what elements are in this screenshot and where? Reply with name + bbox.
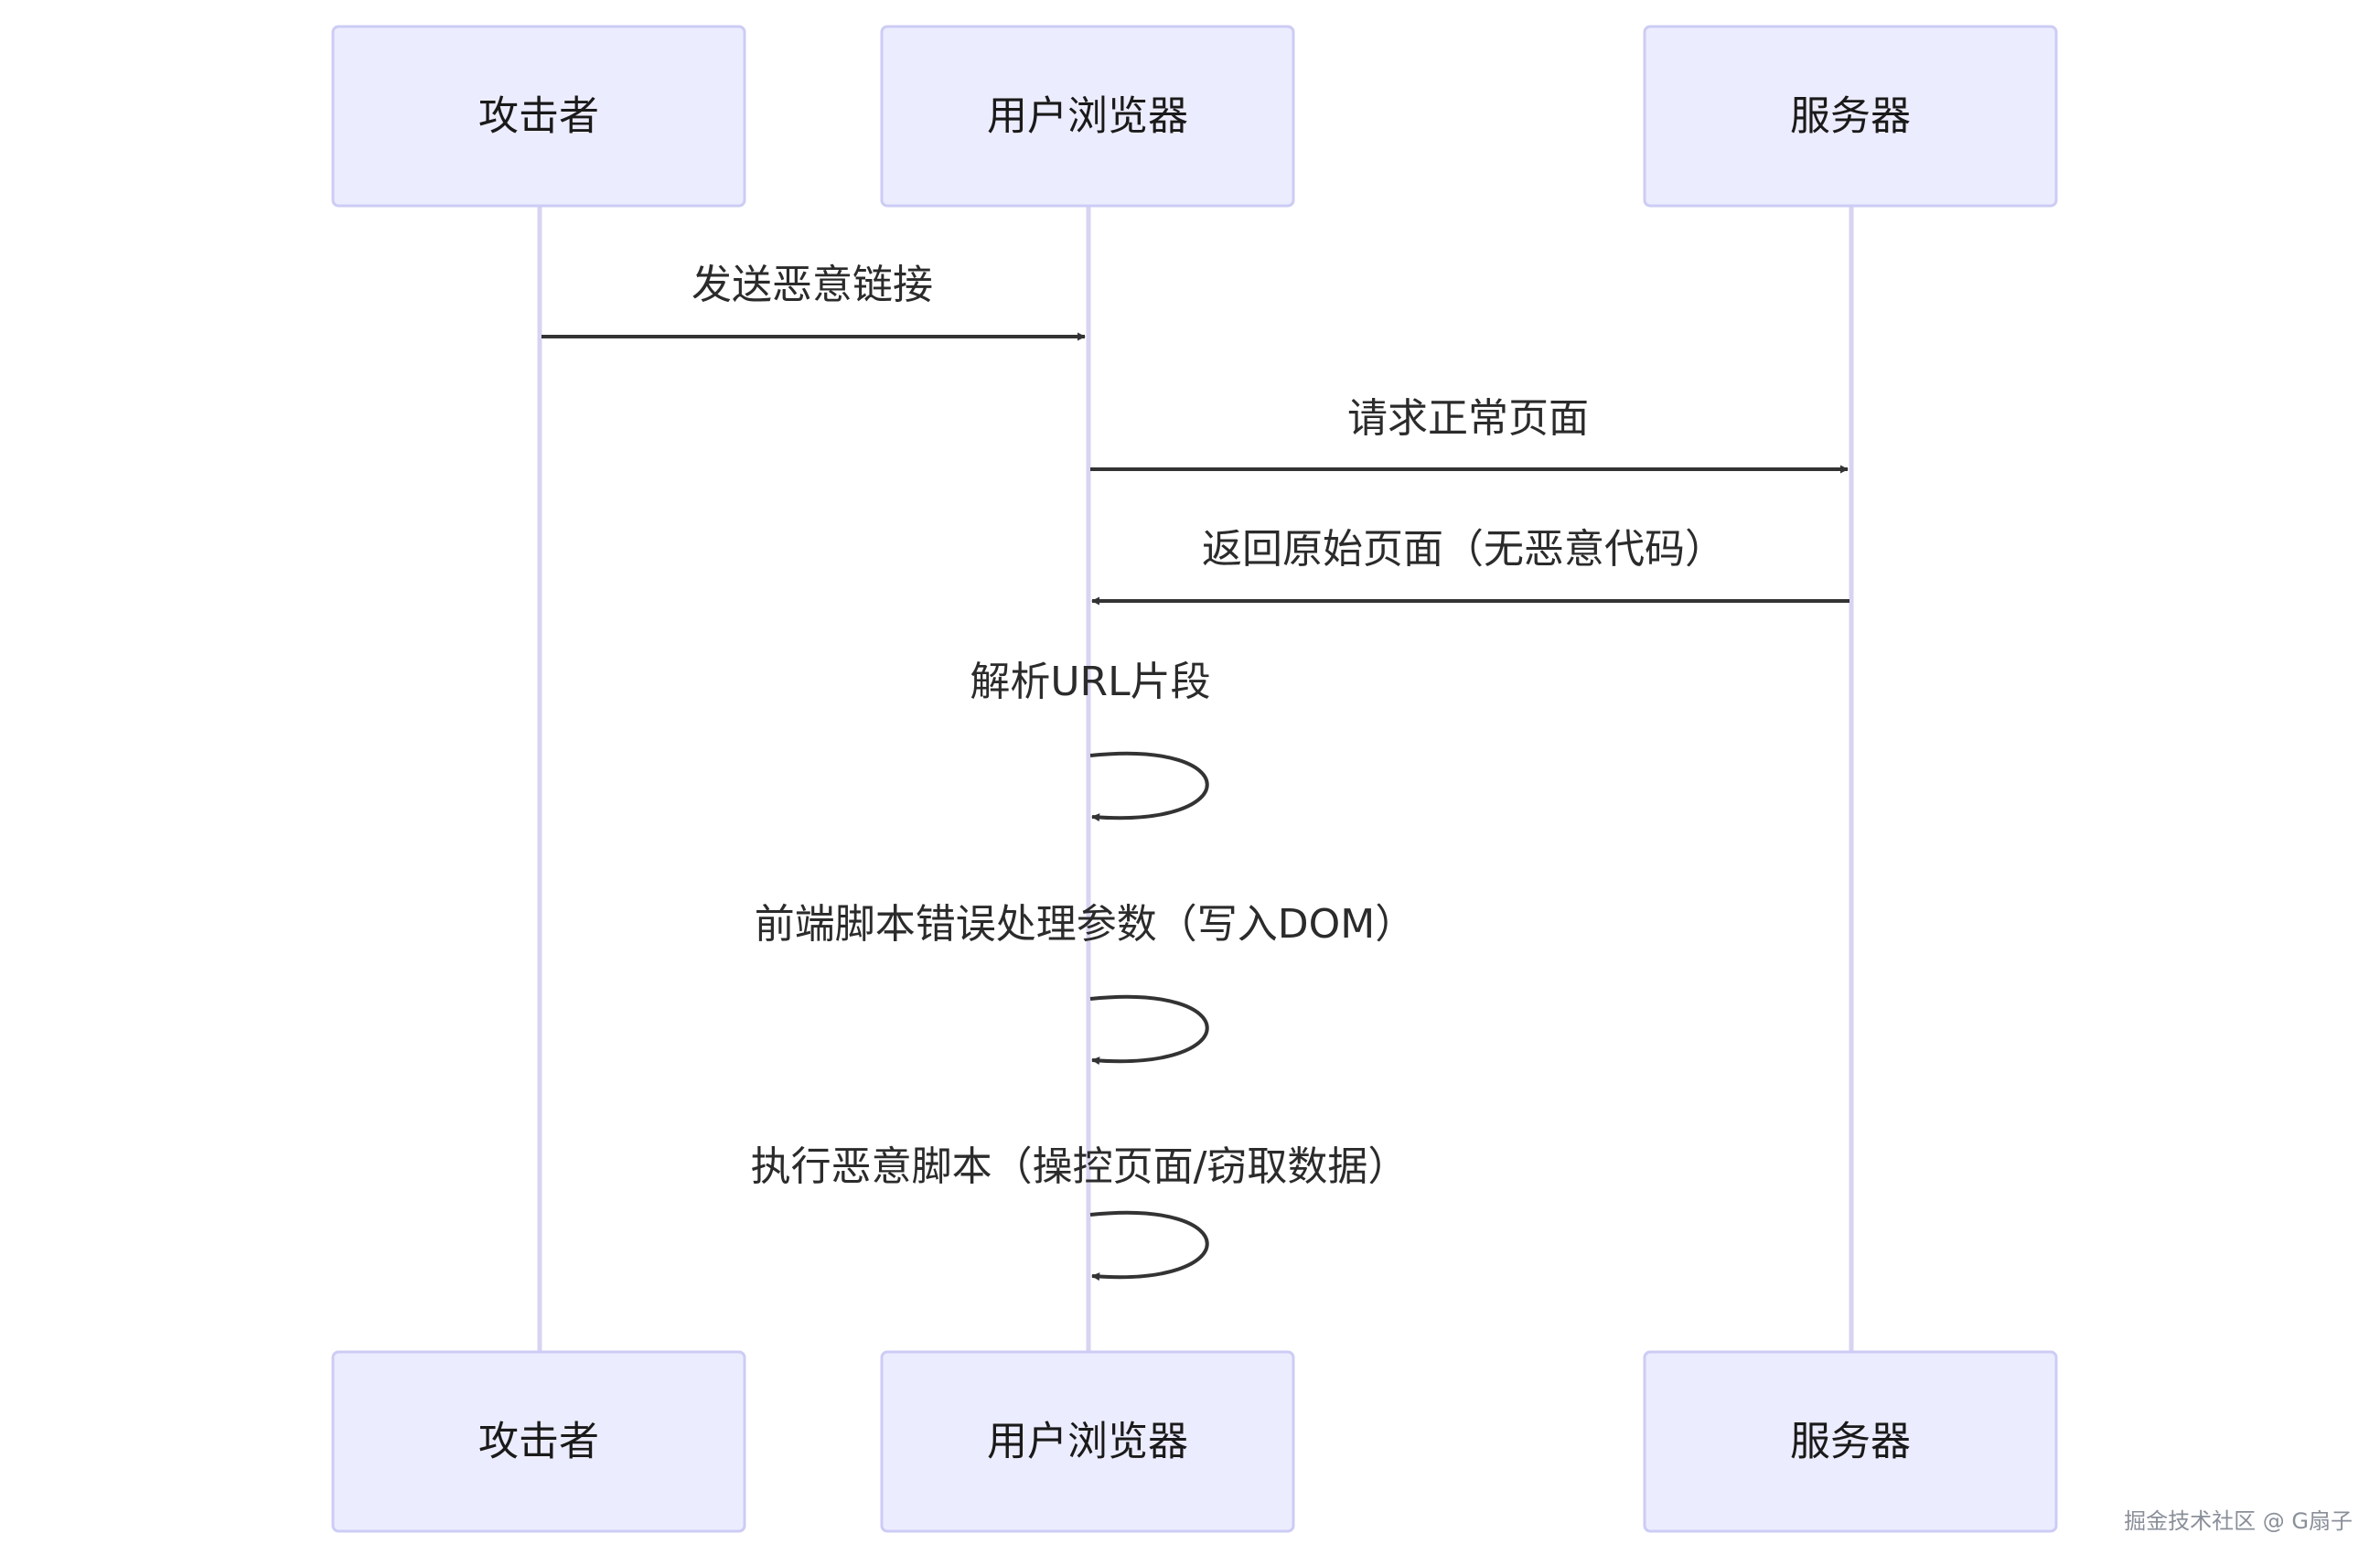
message-send-malicious-link: 发送恶意链接 xyxy=(541,262,1086,341)
participant-attacker-bottom: 攻击者 xyxy=(331,1350,746,1533)
message-label: 执行恶意脚本（操控页面/窃取数据） xyxy=(751,1143,1409,1190)
message-frontend-script-handles-params: 前端脚本错误处理参数（写入DOM） xyxy=(755,901,1415,1066)
participant-attacker-label: 攻击者 xyxy=(478,93,599,140)
message-label: 前端脚本错误处理参数（写入DOM） xyxy=(755,901,1415,948)
participant-browser-top: 用户浏览器 xyxy=(880,25,1295,208)
participant-server-top: 服务器 xyxy=(1643,25,2058,208)
self-loop-arrow xyxy=(1089,1210,1209,1282)
participant-server-bottom: 服务器 xyxy=(1643,1350,2058,1533)
self-loop-arrow xyxy=(1089,751,1209,822)
participant-server-label: 服务器 xyxy=(1790,93,1911,140)
self-loop-arrow xyxy=(1089,994,1209,1066)
message-execute-malicious-script: 执行恶意脚本（操控页面/窃取数据） xyxy=(751,1143,1409,1282)
message-label: 发送恶意链接 xyxy=(691,262,933,308)
watermark: 掘金技术社区 @ G扇子 xyxy=(2124,1508,2353,1534)
message-return-original-page: 返回原始页面（无恶意代码） xyxy=(1091,526,1849,606)
participant-browser-label: 用户浏览器 xyxy=(987,1419,1188,1465)
message-label: 解析URL片段 xyxy=(970,659,1210,705)
message-label: 返回原始页面（无恶意代码） xyxy=(1202,526,1725,573)
participant-browser-bottom: 用户浏览器 xyxy=(880,1350,1295,1533)
message-label: 请求正常页面 xyxy=(1347,395,1589,442)
participant-attacker-label: 攻击者 xyxy=(478,1419,599,1465)
participant-server-label: 服务器 xyxy=(1790,1419,1911,1465)
participant-attacker-top: 攻击者 xyxy=(331,25,746,208)
message-request-normal-page: 请求正常页面 xyxy=(1090,395,1849,474)
participant-browser-label: 用户浏览器 xyxy=(987,93,1188,140)
message-parse-url-fragment: 解析URL片段 xyxy=(970,659,1211,822)
